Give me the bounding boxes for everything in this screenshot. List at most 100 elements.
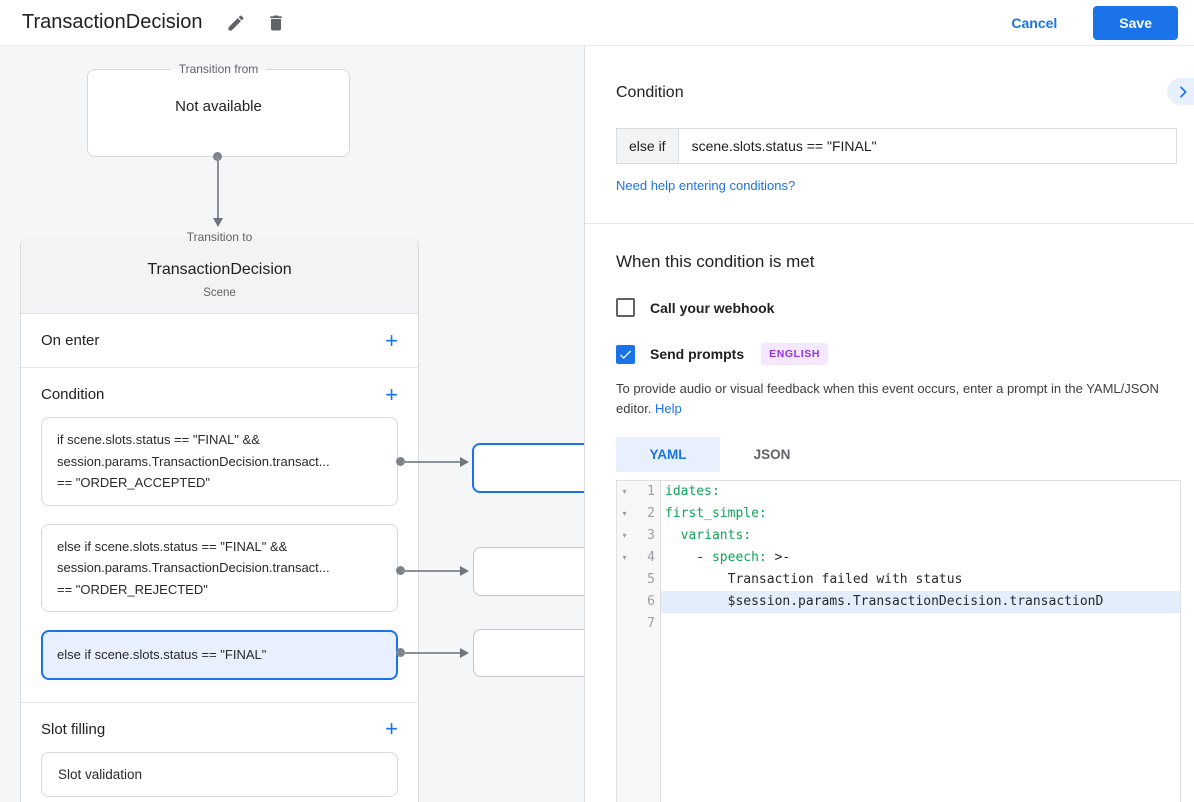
code-line-gutter: 7 xyxy=(617,613,661,635)
panel-section-title: Condition xyxy=(616,84,684,101)
code-line-gutter: ▾2 xyxy=(617,503,661,525)
code-line-content: - speech: >- xyxy=(661,547,1180,569)
cancel-button[interactable]: Cancel xyxy=(1011,14,1058,31)
add-condition-button[interactable]: + xyxy=(385,381,398,407)
send-prompts-option-row: Send prompts ENGLISH xyxy=(616,343,1180,365)
connector-dot xyxy=(396,566,405,575)
scene-type-label: Scene xyxy=(203,287,236,299)
condition-item-order-accepted[interactable]: if scene.slots.status == "FINAL" && sess… xyxy=(41,417,398,506)
connector-line xyxy=(402,461,460,463)
when-condition-title: When this condition is met xyxy=(616,252,815,271)
arrow-right-icon xyxy=(460,648,469,658)
line-number: 5 xyxy=(647,572,655,588)
prompt-help-link[interactable]: Help xyxy=(655,401,682,417)
scene-name: TransactionDecision xyxy=(147,261,292,278)
condition-section: Condition + if scene.slots.status == "FI… xyxy=(21,368,418,703)
condition-expression-section: Condition else if Need help entering con… xyxy=(585,46,1194,224)
webhook-checkbox[interactable] xyxy=(616,298,635,317)
add-slot-button[interactable]: + xyxy=(385,716,398,741)
line-number: 7 xyxy=(647,616,655,632)
scene-card-header[interactable]: TransactionDecision Scene xyxy=(21,237,418,314)
condition-help-link[interactable]: Need help entering conditions? xyxy=(616,178,796,193)
tab-yaml[interactable]: YAML xyxy=(616,437,720,473)
fold-arrow-icon[interactable]: ▾ xyxy=(622,531,627,541)
arrow-right-icon xyxy=(460,457,469,467)
prompt-hint-text: To provide audio or visual feedback when… xyxy=(616,379,1176,419)
on-enter-label: On enter xyxy=(41,332,100,349)
line-number: 2 xyxy=(647,506,655,522)
code-line-gutter: 5 xyxy=(617,569,661,591)
code-line[interactable]: 7 xyxy=(617,613,1180,635)
condition-section-label: Condition xyxy=(41,386,105,403)
yaml-text-token: $session.params.TransactionDecision.tran… xyxy=(665,594,1104,610)
transition-from-box: Transition from Not available xyxy=(87,62,350,157)
code-line-content xyxy=(661,613,1180,635)
connector-line xyxy=(402,652,460,654)
arrow-right-icon xyxy=(460,566,469,576)
fold-arrow-icon[interactable]: ▾ xyxy=(622,509,627,519)
save-button[interactable]: Save xyxy=(1093,5,1178,40)
top-bar: TransactionDecision Cancel Save xyxy=(0,0,1194,46)
fold-arrow-icon[interactable]: ▾ xyxy=(622,487,627,497)
trash-icon xyxy=(270,15,283,30)
code-line-gutter: ▾1 xyxy=(617,481,661,503)
connector-dot xyxy=(396,457,405,466)
fold-arrow-icon[interactable]: ▾ xyxy=(622,553,627,563)
code-line-content: idates: xyxy=(661,481,1180,503)
send-prompts-checkbox[interactable] xyxy=(616,344,635,364)
line-number: 1 xyxy=(647,484,655,500)
check-icon xyxy=(620,349,632,359)
slot-validation-item[interactable]: Slot validation xyxy=(41,751,398,797)
line-number: 4 xyxy=(647,550,655,566)
code-line[interactable]: ▾4 - speech: >- xyxy=(617,547,1180,569)
line-number: 3 xyxy=(647,528,655,544)
transition-target-box[interactable] xyxy=(473,629,584,677)
connector-dot xyxy=(396,648,405,657)
chevron-right-icon xyxy=(1179,85,1187,98)
code-line[interactable]: 6 $session.params.TransactionDecision.tr… xyxy=(617,591,1180,614)
slot-filling-section: Slot filling + Slot validation xyxy=(21,703,418,802)
language-badge: ENGLISH xyxy=(761,343,828,365)
send-prompts-label: Send prompts xyxy=(650,346,745,362)
yaml-text-token: >- xyxy=(766,550,791,566)
yaml-text-token: Transaction failed with status xyxy=(665,572,963,588)
yaml-key-token: variants: xyxy=(665,528,752,544)
code-line[interactable]: 5 Transaction failed with status xyxy=(617,569,1180,591)
transition-from-content: Not available xyxy=(175,98,262,115)
condition-item-order-rejected[interactable]: else if scene.slots.status == "FINAL" &&… xyxy=(41,523,398,612)
condition-editor-panel: Condition else if Need help entering con… xyxy=(584,46,1194,802)
condition-expression-input[interactable] xyxy=(678,129,1176,163)
code-line-content: Transaction failed with status xyxy=(661,569,1180,591)
condition-item-final-selected[interactable]: else if scene.slots.status == "FINAL" xyxy=(41,630,398,680)
main-area: Transition from Not available Transition… xyxy=(0,46,1194,802)
pencil-icon xyxy=(228,14,244,30)
yaml-key-token: idates: xyxy=(665,484,720,500)
code-line-gutter: ▾4 xyxy=(617,547,661,569)
transition-target-box[interactable] xyxy=(473,547,584,596)
prompt-hint-body: To provide audio or visual feedback when… xyxy=(616,381,1159,417)
code-line-content: first_simple: xyxy=(661,503,1180,525)
edit-title-button[interactable] xyxy=(224,11,248,35)
add-on-enter-button[interactable]: + xyxy=(385,327,398,353)
transition-target-box-selected[interactable] xyxy=(472,443,584,493)
code-line-content: variants: xyxy=(661,525,1180,547)
arrow-down-icon xyxy=(213,218,223,227)
tab-json[interactable]: JSON xyxy=(720,437,824,472)
delete-scene-button[interactable] xyxy=(264,11,288,35)
slot-filling-label: Slot filling xyxy=(41,720,106,738)
editor-gutter xyxy=(617,481,661,802)
connector-line xyxy=(217,157,219,219)
transition-from-legend: Transition from xyxy=(178,62,259,76)
webhook-label: Call your webhook xyxy=(650,299,775,316)
code-line-gutter: 6 xyxy=(617,591,661,613)
collapse-panel-button[interactable] xyxy=(1167,78,1194,105)
code-line-content: $session.params.TransactionDecision.tran… xyxy=(661,591,1180,614)
webhook-option-row: Call your webhook xyxy=(616,298,1180,317)
code-line[interactable]: ▾ 3 variants: xyxy=(617,525,1180,547)
line-number: 6 xyxy=(647,594,655,610)
